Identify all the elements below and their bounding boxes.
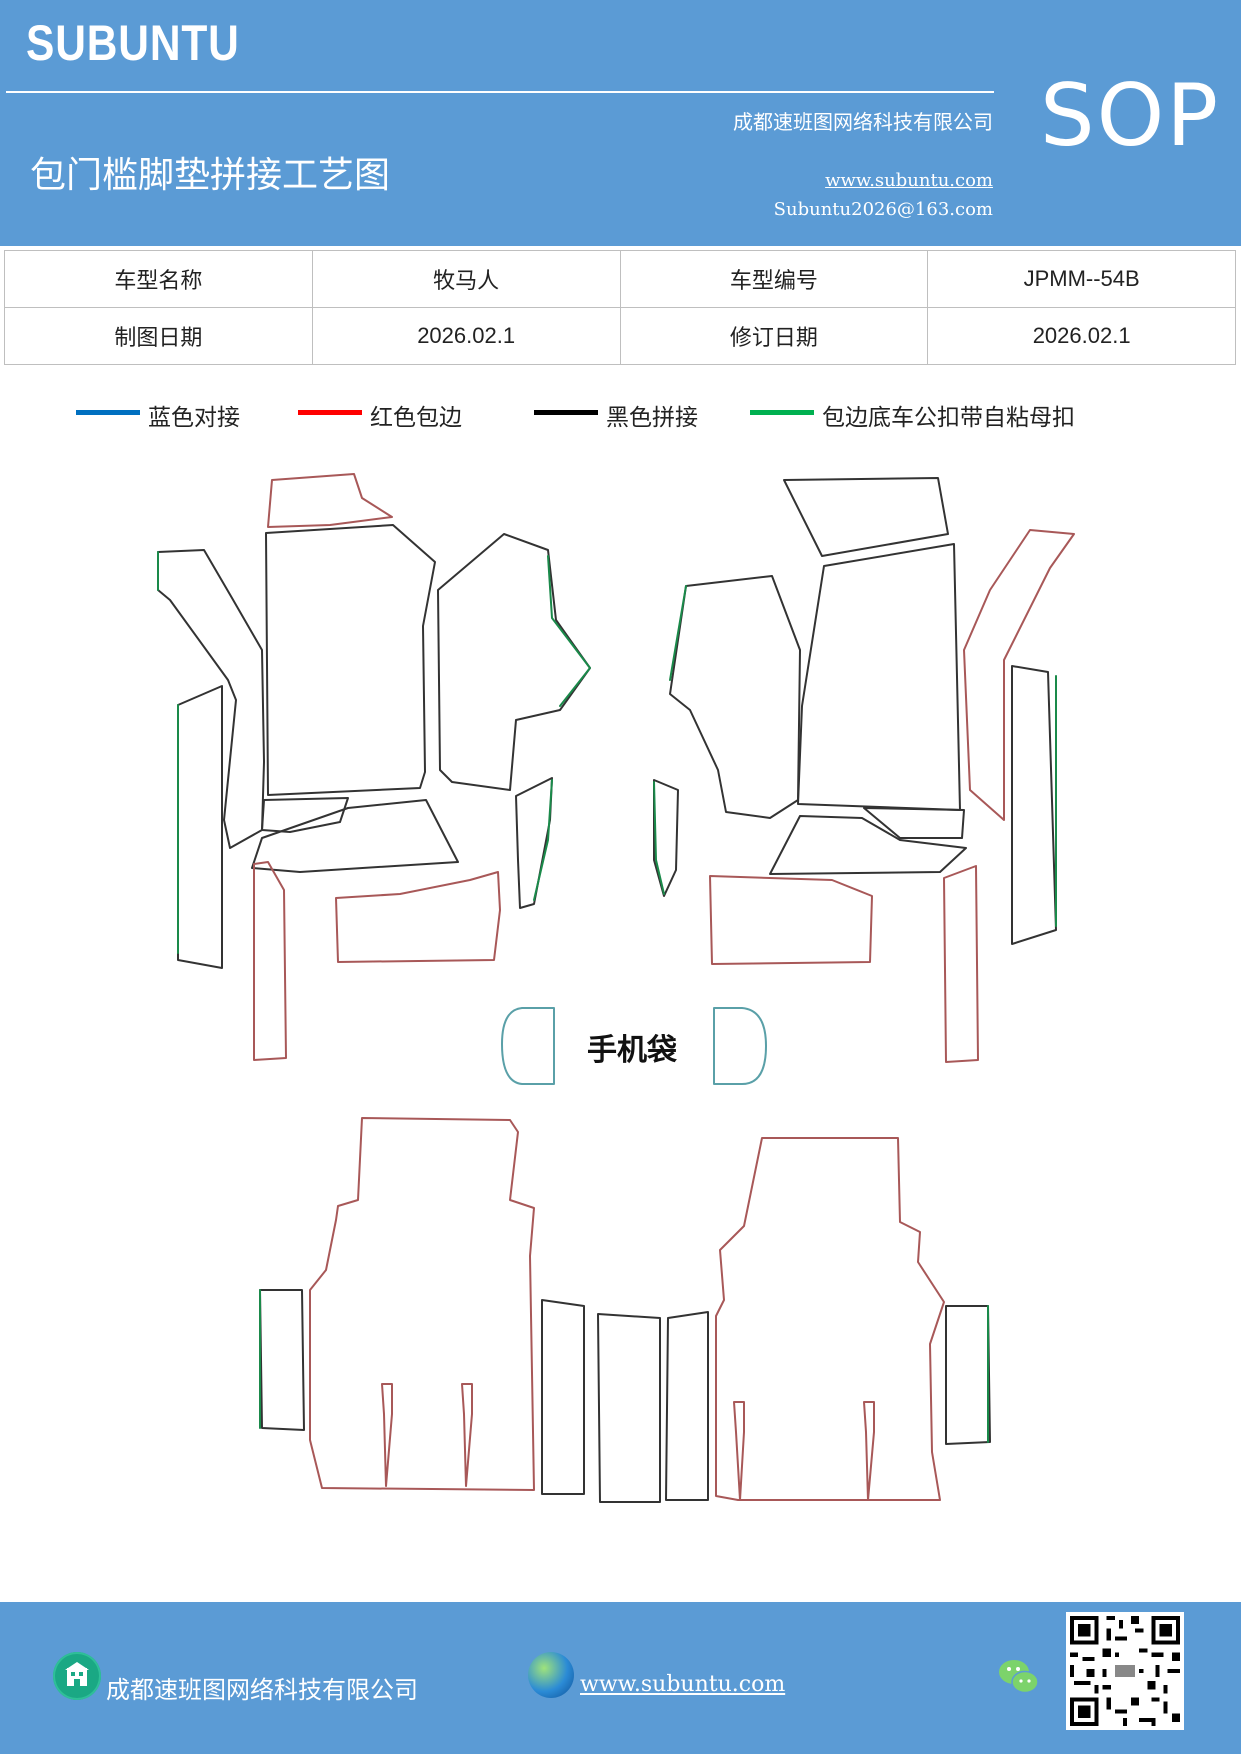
mat-piece-right-mid [769, 815, 967, 875]
mat-piece-right-door-edge [653, 781, 665, 895]
qr-code[interactable] [1066, 1612, 1184, 1730]
mat-piece-left-main [265, 524, 436, 796]
footer-company-name: 成都速班图网络科技有限公司 [106, 1676, 418, 1704]
mat-piece-right-tall-strip [1011, 665, 1057, 945]
model-code-value: JPMM--54B [927, 250, 1236, 308]
table-row: 车型名称 牧马人 车型编号 JPMM--54B [4, 250, 1236, 308]
model-code-label: 车型编号 [619, 250, 929, 308]
mat-piece-right-side [669, 575, 801, 819]
footer-website-link[interactable]: www.subuntu.com [580, 1672, 786, 1697]
header-divider [6, 91, 994, 93]
mat-piece-left-mid [251, 799, 459, 873]
website-link[interactable]: www.subuntu.com [825, 170, 993, 191]
mat-piece-left-side-edge [547, 555, 591, 707]
legend-swatch-green [750, 410, 814, 415]
mat-piece-rear-right-slot-b [863, 1401, 875, 1501]
mat-piece-right-wedge [863, 807, 965, 839]
footer-banner: 成都速班图网络科技有限公司 www.subuntu.com [0, 1602, 1241, 1754]
mat-pattern-diagram: 手机袋 [157, 473, 1075, 1503]
mat-piece-rear-right [715, 1137, 945, 1501]
brand-logo: SUBUNTU [26, 15, 240, 71]
legend-label-green: 包边底车公扣带自粘母扣 [822, 405, 1075, 431]
model-info-table: 车型名称 牧马人 车型编号 JPMM--54B 制图日期 2026.02.1 修… [4, 250, 1236, 365]
mat-piece-rear-right-slot-a [733, 1401, 745, 1501]
building-icon [53, 1652, 101, 1700]
mat-piece-right-bottom-strip [943, 865, 979, 1063]
mat-piece-right-door-strip [653, 779, 679, 897]
phone-pocket-left [501, 1007, 555, 1085]
mat-piece-left-door-edge [533, 779, 553, 901]
mat-piece-left-bottom-strip [253, 861, 287, 1061]
legend-swatch-red [298, 410, 362, 415]
color-legend: 蓝色对接 红色包边 黑色拼接 包边底车公扣带自粘母扣 [0, 398, 1241, 438]
legend-label-blue: 蓝色对接 [148, 405, 240, 431]
mat-piece-left-door-strip [515, 777, 553, 909]
email-address[interactable]: Subuntu2026@163.com [773, 199, 993, 220]
mat-piece-rear-left [309, 1117, 535, 1491]
mat-piece-left-side [437, 533, 591, 791]
mat-piece-left-outer-curve [157, 549, 265, 849]
globe-icon [528, 1652, 574, 1698]
legend-swatch-blue [76, 410, 140, 415]
mat-piece-rear-left-slot-b [461, 1383, 473, 1487]
sop-badge: SOP [1040, 66, 1221, 166]
mat-piece-left-top [267, 473, 393, 528]
legend-label-black: 黑色拼接 [606, 405, 698, 431]
mat-piece-rear-strip-c [665, 1311, 709, 1501]
draw-date-label: 制图日期 [4, 307, 313, 365]
mat-piece-right-lower [709, 875, 873, 965]
header-banner: SUBUNTU 成都速班图网络科技有限公司 包门槛脚垫拼接工艺图 www.sub… [0, 0, 1241, 246]
page-title: 包门槛脚垫拼接工艺图 [30, 155, 391, 196]
phone-pocket-label: 手机袋 [587, 1033, 677, 1068]
mat-piece-right-top [783, 477, 949, 557]
model-name-label: 车型名称 [4, 250, 313, 308]
mat-piece-left-wedge [261, 797, 349, 833]
mat-piece-right-side-edge [669, 585, 687, 681]
mat-piece-right-main [797, 543, 961, 811]
mat-piece-right-outer [963, 529, 1075, 821]
wechat-icon[interactable] [996, 1654, 1042, 1700]
draw-date-value: 2026.02.1 [311, 307, 621, 365]
phone-pocket-right [713, 1007, 767, 1085]
table-row: 制图日期 2026.02.1 修订日期 2026.02.1 [4, 307, 1236, 365]
mat-piece-left-lower [335, 871, 501, 963]
legend-label-red: 红色包边 [370, 405, 462, 431]
revise-date-value: 2026.02.1 [927, 307, 1236, 365]
company-name: 成都速班图网络科技有限公司 [733, 110, 993, 134]
mat-piece-rear-strip-b [597, 1313, 661, 1503]
mat-piece-rear-strip-a [541, 1299, 585, 1495]
mat-piece-rear-right-flap [945, 1305, 991, 1445]
mat-piece-rear-left-flap [259, 1289, 305, 1431]
legend-swatch-black [534, 410, 598, 415]
model-name-value: 牧马人 [311, 250, 621, 308]
mat-piece-rear-left-slot-a [381, 1383, 393, 1487]
mat-piece-left-tall-strip [177, 685, 223, 969]
revise-date-label: 修订日期 [619, 307, 929, 365]
